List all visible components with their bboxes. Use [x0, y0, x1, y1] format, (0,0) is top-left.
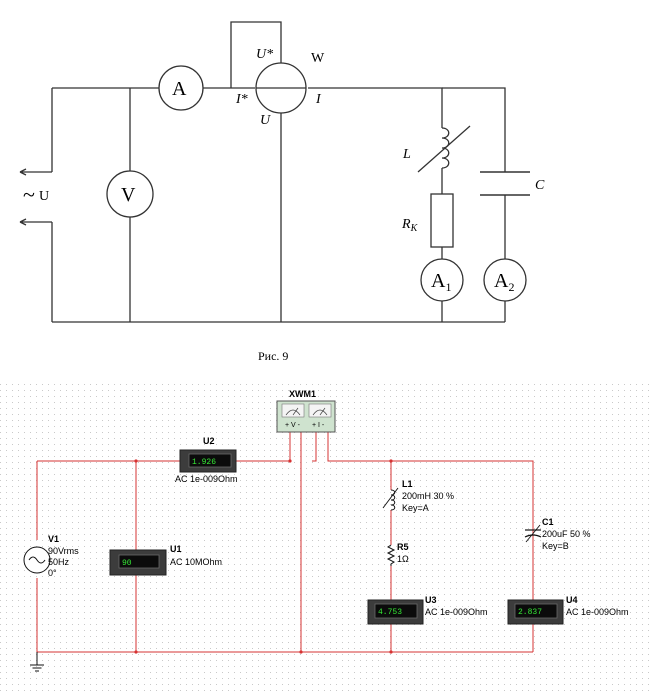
- xwm1-i-terminal-label: + I -: [312, 422, 325, 429]
- v1-phase: 0°: [48, 568, 57, 578]
- u3-display-value: 4.753: [378, 608, 402, 617]
- u2-meter[interactable]: [179, 449, 237, 473]
- wattmeter-i-star: I*: [235, 92, 248, 107]
- l1-key: Key=A: [402, 503, 429, 513]
- u4-name: U4: [566, 595, 578, 605]
- ammeter-circle: [158, 65, 204, 111]
- u2-mode: AC 1e-009Ohm: [175, 474, 238, 484]
- c1-name: C1: [542, 517, 554, 527]
- v1-name: V1: [48, 534, 59, 544]
- inductor-label: L: [402, 147, 411, 162]
- inductor-l1-icon[interactable]: [382, 487, 399, 511]
- ground-icon: [30, 664, 44, 672]
- wattmeter-instrument[interactable]: [276, 400, 336, 433]
- wattmeter-u: U: [260, 113, 271, 128]
- junction-dot-5: [389, 459, 393, 463]
- ammeter-a2-label: A2: [494, 270, 514, 294]
- r5-value: 1Ω: [397, 554, 409, 564]
- wattmeter-voltage-loop: [230, 21, 282, 88]
- ammeter-label: A: [172, 78, 187, 100]
- u1-name: U1: [170, 544, 182, 554]
- figure-caption: Рис. 9: [258, 349, 288, 363]
- c1-key: Key=B: [542, 541, 569, 551]
- xwm1-v-terminal-label: + V -: [285, 422, 301, 429]
- junction-dot-6: [389, 650, 393, 654]
- capacitor-label: C: [535, 178, 545, 193]
- v1-voltage: 90Vrms: [48, 546, 79, 556]
- wattmeter-u-star: U*: [256, 47, 273, 62]
- wire-xwm-terminals: [289, 432, 534, 533]
- u4-mode: AC 1e-009Ohm: [566, 607, 629, 617]
- ac-source-wave: [28, 556, 46, 564]
- wattmeter-label: W: [311, 51, 325, 66]
- u3-mode: AC 1e-009Ohm: [425, 607, 488, 617]
- inductor-variable-arrow: [417, 125, 471, 173]
- u1-meter[interactable]: [109, 549, 167, 576]
- resistor-r5-icon[interactable]: [386, 544, 396, 566]
- u1-display-value: 90: [122, 559, 132, 568]
- u2-name: U2: [203, 436, 215, 446]
- textbook-schematic: ~ U V A U* W I* I U L RK A1 C A2: [19, 21, 545, 363]
- source-symbol: ~: [23, 182, 35, 207]
- ammeter-a1-label: A1: [431, 270, 451, 294]
- l1-value: 200mH 30 %: [402, 491, 454, 501]
- ammeter-a1-circle: [420, 258, 464, 302]
- junction-dot-1: [134, 459, 138, 463]
- junction-dot-4: [299, 650, 303, 654]
- inductor-coil: [441, 127, 450, 169]
- capacitor-c1-icon[interactable]: [524, 524, 542, 543]
- u3-name: U3: [425, 595, 437, 605]
- capacitor-branch-wire: [442, 87, 506, 322]
- voltmeter-label: V: [121, 184, 136, 206]
- u4-display-value: 2.837: [518, 608, 542, 617]
- simulation-panel: V1 90Vrms 50Hz 0° XWM1 + V - + I - U2 1.…: [0, 380, 651, 695]
- v1-frequency: 50Hz: [48, 557, 70, 567]
- u2-display-value: 1.926: [192, 458, 216, 467]
- xwm1-name: XWM1: [289, 389, 316, 399]
- u1-mode: AC 10MOhm: [170, 557, 222, 567]
- resistor-label: RK: [401, 217, 419, 234]
- junction-dot-2: [134, 650, 138, 654]
- resistor-box: [430, 193, 454, 248]
- wattmeter-i: I: [315, 92, 322, 107]
- source-arrow-top: [19, 168, 52, 176]
- l1-name: L1: [402, 479, 413, 489]
- u3-meter[interactable]: [367, 599, 424, 625]
- source-arrow-bottom: [19, 218, 52, 226]
- junction-dot-3: [288, 459, 292, 463]
- voltmeter-circle: [106, 170, 154, 218]
- c1-value: 200uF 50 %: [542, 529, 591, 539]
- source-label: U: [39, 189, 49, 204]
- u4-meter[interactable]: [507, 599, 564, 625]
- r5-name: R5: [397, 542, 409, 552]
- ammeter-a2-circle: [483, 258, 527, 302]
